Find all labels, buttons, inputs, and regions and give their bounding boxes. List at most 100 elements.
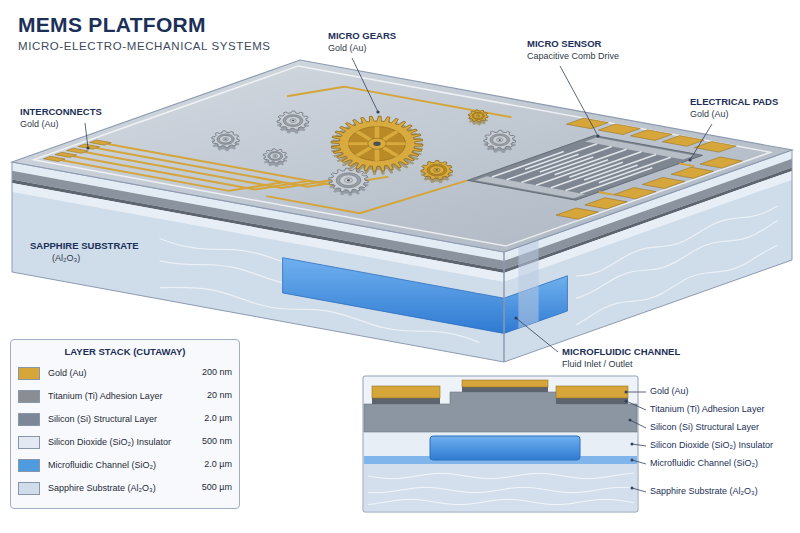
- inset-gold: [462, 380, 548, 387]
- callout-heading: INTERCONNECTS: [20, 106, 102, 117]
- gear-recess: [490, 134, 510, 146]
- comb-finger: [492, 152, 564, 178]
- leader-line: [85, 123, 88, 148]
- legend-text: Gold (Au): [48, 368, 87, 379]
- gold-pad: [585, 198, 627, 209]
- legend-swatch: [18, 459, 40, 472]
- callout-heading: ELECTRICAL PADS: [690, 96, 778, 107]
- gear-body: [329, 168, 369, 192]
- gear-pin: [347, 179, 350, 181]
- micro-gear: [212, 131, 240, 151]
- callout-note: Gold (Au): [328, 43, 367, 54]
- inset-sapphire: [364, 464, 637, 511]
- gear-hub: [290, 119, 296, 123]
- layer-label: Silicon (Si) Structural Layer: [650, 422, 759, 433]
- inset-leader: [630, 420, 646, 428]
- gold-pad: [642, 177, 684, 188]
- gear-recess: [472, 112, 484, 119]
- layer-label: Microfluidic Channel (SiO₂): [650, 458, 758, 469]
- comb-finger: [521, 157, 593, 183]
- gold-pad: [614, 188, 656, 199]
- legend-row: Microfluidic Channel (SiO₂): [18, 458, 156, 472]
- leader-line: [516, 318, 558, 352]
- gear-ring: [430, 166, 444, 175]
- comb-finger: [555, 149, 627, 175]
- inset-cavity: [430, 436, 580, 460]
- gold-trace: [599, 192, 614, 195]
- inset-texture: [368, 487, 634, 492]
- callout-note: (Al₂O₃): [52, 253, 80, 264]
- comb-finger: [584, 155, 656, 181]
- gold-trace: [85, 152, 336, 188]
- leader-dot: [688, 158, 691, 161]
- callout-heading: MICRO SENSOR: [527, 38, 601, 49]
- gear-recess: [217, 134, 234, 144]
- micro-gear: [484, 130, 516, 153]
- gold-pad: [662, 136, 704, 147]
- inset-titanium: [556, 398, 628, 404]
- inset-texture: [368, 499, 634, 504]
- thickness-value: 500 µm: [202, 482, 232, 493]
- thickness-value: 2.0 µm: [204, 459, 232, 470]
- leader-dot: [376, 110, 379, 113]
- leader-dot: [514, 316, 517, 319]
- micro-gear: [263, 149, 287, 167]
- gear-body: [212, 131, 240, 148]
- legend-swatch: [18, 413, 40, 426]
- micro-gear: [468, 110, 488, 126]
- callout-note: Capacitive Comb Drive: [527, 51, 619, 62]
- substrate-texture: [576, 206, 778, 276]
- inset-leader-dot: [625, 391, 628, 394]
- comb-finger: [540, 146, 612, 172]
- inset-leader-dot: [629, 419, 632, 422]
- legend-swatch: [18, 367, 40, 380]
- channel-notch: [518, 240, 538, 328]
- gear-pin: [292, 120, 295, 122]
- comb-finger: [536, 160, 608, 186]
- legend-text: Sapphire Substrate (Al₂O₃): [48, 483, 156, 494]
- thickness-value: 500 nm: [202, 436, 232, 447]
- leader-line: [690, 124, 712, 160]
- diagram-title: MEMS PLATFORM: [18, 12, 206, 37]
- gold-pad: [598, 124, 640, 135]
- gold-pad: [700, 157, 742, 168]
- glass-rim: [33, 66, 770, 246]
- inset-titanium: [372, 398, 440, 404]
- legend-swatch: [18, 436, 40, 449]
- callout-note: Fluid Inlet / Outlet: [562, 359, 633, 370]
- gear-ring: [270, 153, 281, 159]
- callout-note: Gold (Au): [20, 119, 59, 130]
- thickness-value: 200 nm: [202, 367, 232, 378]
- substrate-texture: [576, 220, 778, 298]
- gold-pad: [44, 156, 66, 161]
- top-face: [12, 60, 792, 252]
- micro-gear: [421, 161, 453, 184]
- legend-row: Sapphire Substrate (Al₂O₃): [18, 481, 156, 495]
- legend-swatch: [18, 482, 40, 495]
- legend-row: Titanium (Ti) Adhesion Layer: [18, 389, 162, 403]
- gold-pad: [90, 140, 112, 145]
- gear-body: [263, 149, 287, 163]
- callout-heading: MICROFLUIDIC CHANNEL: [562, 346, 680, 357]
- gear-hub: [345, 178, 353, 183]
- comb-finger: [566, 165, 638, 191]
- gold-pad: [566, 118, 608, 129]
- inset-gold: [372, 386, 440, 398]
- inset-leader-dot: [631, 443, 634, 446]
- comb-finger: [507, 154, 579, 180]
- layer-label: Silicon Dioxide (SiO₂) Insulator: [650, 440, 773, 451]
- gear-pin: [373, 141, 380, 145]
- gear-hub: [273, 155, 278, 158]
- thickness-value: 2.0 µm: [204, 413, 232, 424]
- gear-recess: [268, 152, 283, 161]
- inset-gold: [556, 386, 628, 398]
- gear-ring: [474, 113, 483, 118]
- micro-gear: [331, 116, 423, 175]
- callout-note: Gold (Au): [690, 109, 729, 120]
- legend-row: Gold (Au): [18, 366, 87, 380]
- comb-finger: [569, 152, 641, 178]
- layer-label: Gold (Au): [650, 386, 689, 397]
- gear-pin: [274, 155, 276, 156]
- gear-hub: [476, 115, 480, 117]
